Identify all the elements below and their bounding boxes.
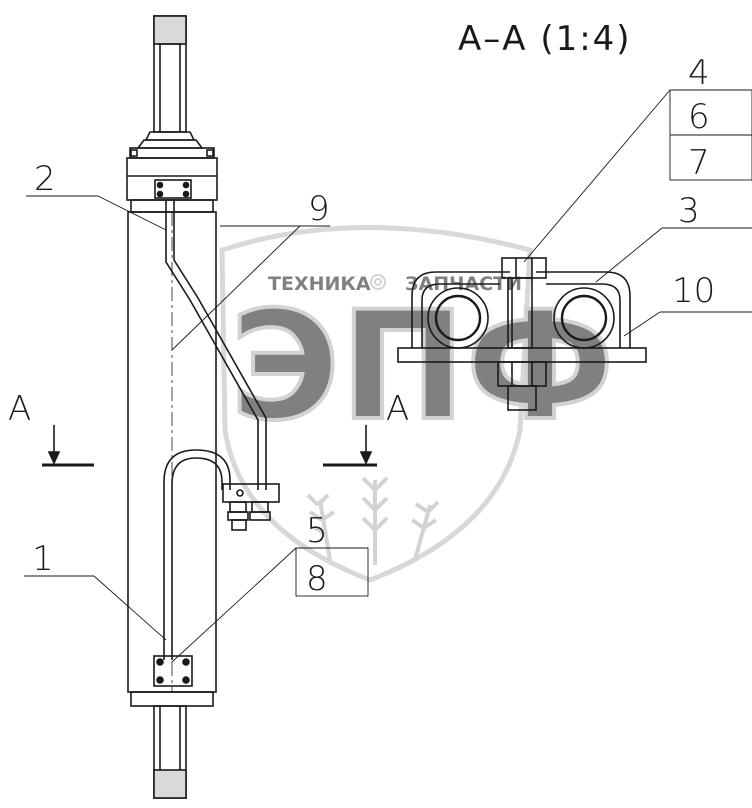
watermark-shield <box>219 225 533 583</box>
lower-u-pipe <box>163 449 231 660</box>
fitting-block <box>222 483 280 531</box>
section-markers <box>42 425 377 467</box>
top-rod <box>144 15 196 141</box>
callout-1: 1 <box>32 539 54 579</box>
pipes <box>163 200 280 660</box>
base-plate <box>397 347 647 363</box>
bottom-rod <box>153 705 187 799</box>
watermark: ТЕХНИКА ЗАПЧАСТИ ЭПФ <box>219 225 616 583</box>
section-mark-left: А <box>8 389 31 429</box>
upper-pipe <box>165 200 259 490</box>
cylinder-head <box>126 139 218 213</box>
leader-lines <box>24 89 752 663</box>
callout-10: 10 <box>672 271 715 311</box>
callout-6: 6 <box>688 97 710 137</box>
wheat-ears-icon <box>306 476 440 565</box>
callout-4: 4 <box>688 53 710 93</box>
callout-2: 2 <box>34 159 56 199</box>
hydraulic-cylinder <box>126 15 218 799</box>
callout-5: 5 <box>306 511 328 551</box>
callout-9: 9 <box>308 189 330 229</box>
callout-7: 7 <box>688 143 710 183</box>
callout-8: 8 <box>306 559 328 599</box>
gear-icon <box>370 274 386 290</box>
watermark-text-left: ТЕХНИКА <box>268 273 371 295</box>
callout-3: 3 <box>678 191 700 231</box>
section-view-a-a <box>397 257 647 411</box>
section-mark-right: А <box>386 389 409 429</box>
section-title: А–А (1:4) <box>458 19 632 59</box>
